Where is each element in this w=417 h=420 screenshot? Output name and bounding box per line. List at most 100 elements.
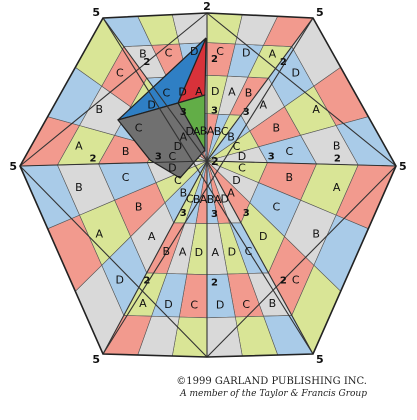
vertex-label-top: 2 bbox=[203, 0, 211, 13]
piece-label: B bbox=[245, 86, 253, 99]
piece-label: C bbox=[233, 140, 241, 153]
piece-label: C bbox=[162, 86, 170, 99]
piece-label: D bbox=[238, 150, 246, 163]
piece-label: A bbox=[148, 230, 156, 243]
piece-label: B bbox=[269, 297, 277, 310]
piece-label: D bbox=[216, 299, 224, 312]
piece-label: D bbox=[242, 46, 250, 59]
edge-number-label: 3 bbox=[180, 107, 187, 118]
piece-label: C bbox=[116, 66, 124, 79]
piece-label: B bbox=[96, 103, 104, 116]
edge-number-label: 2 bbox=[211, 54, 218, 65]
piece-label: A bbox=[214, 193, 222, 206]
piece-label: C bbox=[165, 46, 173, 59]
edge-number-label: 2 bbox=[280, 57, 287, 68]
piece-label: A bbox=[312, 103, 320, 116]
piece-label: A bbox=[260, 98, 268, 111]
edge-number-label: 3 bbox=[180, 208, 187, 219]
piece-label: B bbox=[193, 193, 201, 206]
piece-label: A bbox=[193, 125, 201, 138]
piece-label: C bbox=[169, 150, 177, 163]
piece-label: A bbox=[179, 245, 187, 258]
piece-label: D bbox=[164, 298, 172, 311]
piece-label: A bbox=[195, 85, 203, 98]
piece-label: B bbox=[200, 125, 208, 138]
edge-number-label: 2 bbox=[211, 277, 218, 288]
piece-label: B bbox=[286, 171, 294, 184]
piece-label: C bbox=[174, 174, 182, 187]
edge-number-label: 2 bbox=[143, 57, 150, 68]
piece-label: D bbox=[259, 230, 267, 243]
piece-label: B bbox=[122, 145, 130, 158]
piece-label: B bbox=[207, 193, 215, 206]
edge-line bbox=[19, 12, 208, 167]
piece-label: C bbox=[221, 125, 229, 138]
piece-label: D bbox=[116, 274, 124, 287]
hexagon-border bbox=[19, 12, 397, 358]
vertex-label-upper-right: 5 bbox=[316, 6, 324, 19]
piece-label: B bbox=[312, 227, 320, 240]
edge-lines bbox=[19, 12, 397, 358]
edge-number-label: 3 bbox=[155, 152, 162, 163]
highlighted-polyhedron-face bbox=[116, 37, 207, 179]
edge-line bbox=[19, 160, 208, 167]
piece-label: C bbox=[242, 298, 250, 311]
piece-label: D bbox=[178, 86, 186, 99]
edge-line bbox=[206, 17, 314, 162]
edge-line bbox=[19, 165, 208, 358]
piece-label: A bbox=[75, 139, 83, 152]
piece-label: D bbox=[211, 85, 219, 98]
piece-label: A bbox=[227, 186, 235, 199]
piece-label: B bbox=[75, 181, 83, 194]
piece-label: D bbox=[291, 66, 299, 79]
piece-label: C bbox=[272, 201, 280, 214]
piece-label: B bbox=[333, 139, 341, 152]
piece-label: A bbox=[207, 125, 215, 138]
piece-label: B bbox=[180, 186, 188, 199]
piece-label: C bbox=[292, 274, 300, 287]
edge-number-label: 3 bbox=[268, 152, 275, 163]
piece-label: C bbox=[135, 122, 143, 135]
vertex-label-lower-left: 5 bbox=[92, 353, 100, 366]
edge-line bbox=[206, 12, 397, 167]
vertex-label-upper-left: 5 bbox=[92, 6, 100, 19]
piece-label: A bbox=[96, 227, 104, 240]
piece-label: D bbox=[168, 161, 176, 174]
piece-label: B bbox=[163, 245, 171, 258]
vertex-label-left: 5 bbox=[9, 160, 17, 173]
piece-label: D bbox=[232, 174, 240, 187]
edge-number-label: 3 bbox=[243, 208, 250, 219]
piece-label: D bbox=[174, 140, 182, 153]
copyright-line: ©1999 GARLAND PUBLISHING INC. bbox=[176, 376, 367, 387]
piece-label: D bbox=[228, 245, 236, 258]
edge-number-label: 2 bbox=[280, 275, 287, 286]
piece-label: A bbox=[228, 86, 236, 99]
piece-label: B bbox=[135, 201, 143, 214]
edge-line bbox=[102, 17, 314, 355]
edge-line bbox=[206, 160, 314, 355]
edge-line bbox=[206, 160, 397, 167]
piece-label: C bbox=[285, 145, 293, 158]
piece-label: A bbox=[180, 130, 188, 143]
piece-label: C bbox=[122, 171, 130, 184]
piece-label: A bbox=[212, 246, 220, 259]
edge-number-label: 2 bbox=[90, 153, 97, 164]
piece-label: B bbox=[214, 125, 222, 138]
piece-label: C bbox=[238, 161, 246, 174]
edge-number-label: 2 bbox=[143, 275, 150, 286]
piece-label: C bbox=[186, 193, 194, 206]
edge-number-label: 2 bbox=[334, 153, 341, 164]
piece-label: A bbox=[269, 48, 277, 61]
piece-label: D bbox=[195, 246, 203, 259]
piece-label: C bbox=[245, 245, 253, 258]
piece-label: D bbox=[190, 45, 198, 58]
edge-number-label: 3 bbox=[211, 106, 218, 117]
edge-line bbox=[102, 17, 208, 162]
edge-number-label: 3 bbox=[211, 209, 218, 220]
piece-label: C bbox=[190, 299, 198, 312]
edge-number-label: 3 bbox=[243, 107, 250, 118]
piece-label: B bbox=[273, 122, 281, 135]
piece-label: D bbox=[185, 125, 193, 138]
